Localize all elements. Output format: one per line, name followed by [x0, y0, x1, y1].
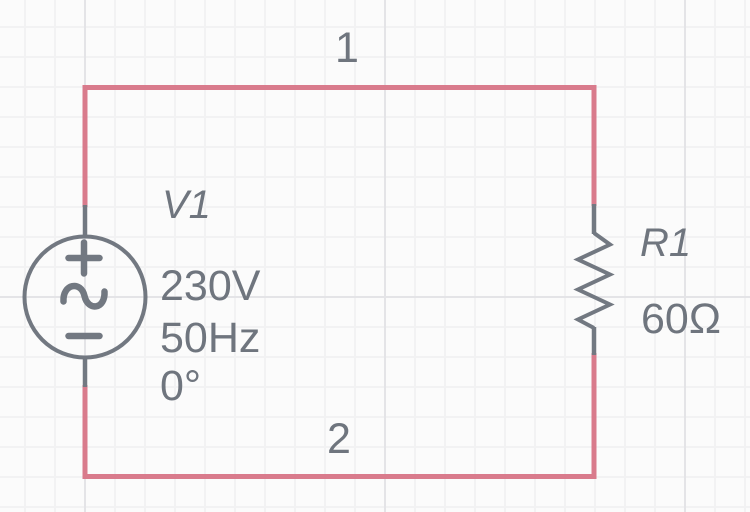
wire-net-2[interactable] — [82, 353, 597, 479]
plus-icon — [65, 239, 103, 277]
v1-name-label: V1 — [162, 183, 211, 227]
v1-frequency-label: 50Hz — [160, 314, 260, 362]
wire-net-1[interactable] — [82, 85, 597, 208]
v1-phase-label: 0° — [160, 362, 201, 410]
node-label-2: 2 — [327, 415, 351, 463]
r1-name-label: R1 — [640, 221, 691, 265]
wire-segment[interactable] — [82, 353, 597, 479]
resistor-r1[interactable] — [573, 204, 615, 355]
v1-voltage-label: 230V — [160, 262, 261, 310]
wire-segment[interactable] — [82, 85, 597, 208]
node-label-1: 1 — [335, 24, 359, 72]
ac-source-circle[interactable] — [22, 234, 148, 360]
voltage-source-v1[interactable] — [22, 205, 148, 387]
resistor-zigzag[interactable] — [573, 231, 615, 330]
sine-wave-icon — [60, 282, 108, 310]
r1-resistance-label: 60Ω — [641, 295, 721, 343]
